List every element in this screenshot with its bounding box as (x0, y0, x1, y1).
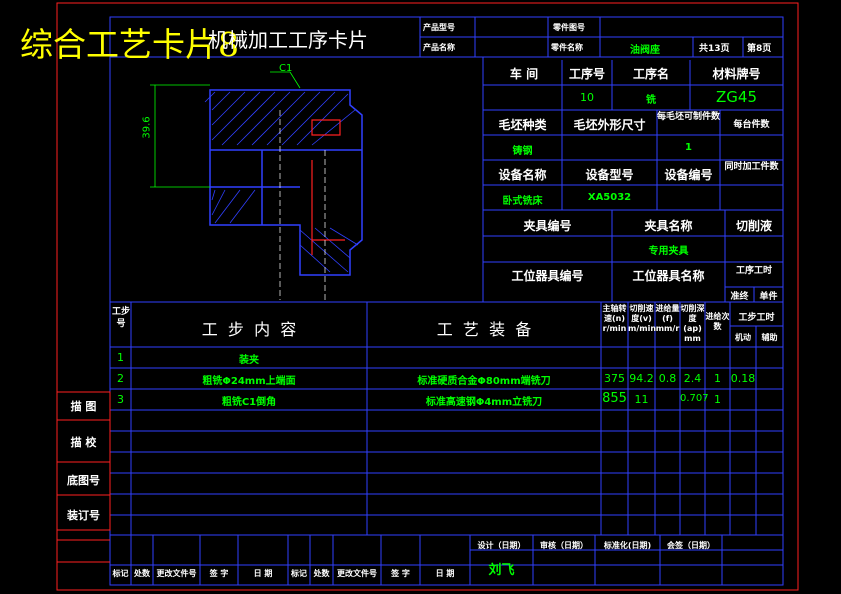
step-feed: 0.8 (658, 372, 677, 385)
part-drawing (209, 89, 363, 276)
fixture-name: 专用夹具 (648, 246, 689, 257)
part-name: 油阀座 (630, 45, 660, 56)
banner-title: 综合工艺卡片8 (20, 25, 239, 64)
design-label: 设计（日期） (477, 541, 526, 550)
footer-signature: 签 字 (209, 569, 229, 578)
step-no: 3 (117, 393, 124, 406)
step-time-header: 工步工时 (738, 313, 775, 323)
op-name-label: 工序名 (632, 67, 669, 81)
sign-label: 会签（日期） (667, 541, 715, 550)
side-base-no-label: 底图号 (67, 474, 100, 487)
blank-type-label: 毛坯种类 (498, 118, 547, 132)
product-model-label: 产品型号 (423, 23, 455, 32)
aux-time-header: 辅助 (761, 333, 778, 342)
fixture-no-label: 夹具编号 (523, 219, 572, 233)
side-check-label: 描 校 (70, 436, 97, 449)
blank-shape-label: 毛坯外形尺寸 (573, 118, 646, 132)
footer-mark: 标记 (112, 569, 129, 578)
footer-change-doc-2: 更改文件号 (337, 569, 377, 578)
workshop-label: 车 间 (509, 67, 539, 81)
step-equipment: 标准高速钢Φ4mm立铣刀 (425, 397, 543, 408)
step-no-header: 工步号 (111, 307, 130, 329)
machine-time-header: 机动 (735, 333, 751, 342)
material: ZG45 (716, 88, 757, 106)
speed-header: 主轴转速(n) r/min (602, 304, 627, 333)
footer-place-2: 处数 (313, 569, 330, 578)
designer-name: 刘飞 (488, 563, 515, 578)
per-unit-label: 每台件数 (733, 120, 770, 130)
footer-date-2: 日 期 (435, 569, 455, 578)
part-drawing-label: 零件图号 (553, 23, 585, 32)
product-name-label: 产品名称 (423, 43, 455, 52)
material-label: 材料牌号 (712, 67, 761, 81)
page-number: 第8页 (747, 44, 772, 54)
step-speed: 855 (602, 391, 627, 406)
side-binding-no-label: 装订号 (67, 509, 100, 522)
footer-place: 处数 (134, 569, 150, 578)
equip-model-label: 设备型号 (585, 168, 634, 182)
dimension-label: 39.6 (141, 116, 153, 139)
step-no: 1 (117, 351, 124, 364)
unit-label: 单件 (759, 292, 778, 302)
coolant-label: 切削液 (735, 219, 772, 233)
step-passes: 1 (714, 393, 721, 406)
op-name: 铣 (646, 95, 656, 106)
step-time: 0.18 (730, 372, 756, 385)
step-cut-speed: 94.2 (629, 372, 654, 385)
op-no: 10 (580, 91, 594, 104)
step-depth: 0.707 (680, 393, 709, 404)
chamfer-label: C1 (279, 63, 293, 74)
step-no: 2 (117, 372, 124, 385)
part-name-label: 零件名称 (551, 43, 583, 52)
footer-mark-2: 标记 (291, 569, 307, 578)
standard-label: 标准化(日期) (603, 541, 652, 550)
footer-signature-2: 签 字 (391, 569, 410, 578)
equip-model: XA5032 (587, 192, 632, 203)
fixture-name-label: 夹具名称 (644, 219, 693, 233)
equip-name: 卧式铣床 (502, 196, 543, 207)
content-header: 工 步 内 容 (201, 320, 297, 339)
footer-change-doc: 更改文件号 (156, 569, 197, 578)
step-equipment: 标准硬质合金Φ80mm端铣刀 (417, 376, 551, 387)
step-speed: 375 (604, 372, 625, 385)
depth-header: 切削深度(ap) mm (680, 304, 705, 343)
op-no-label: 工序号 (568, 67, 605, 81)
equip-no-label: 设备编号 (664, 168, 713, 182)
prep-label: 准终 (730, 292, 749, 302)
equip-name-label: 设备名称 (498, 168, 547, 182)
step-depth: 2.4 (683, 372, 702, 385)
total-pages: 共13页 (699, 44, 730, 54)
side-draw-label: 描 图 (70, 400, 97, 413)
step-content: 粗铣C1倒角 (221, 397, 277, 408)
step-cut-speed: 11 (634, 393, 649, 406)
cut-speed-header: 切削速度(v) m/min (628, 304, 657, 333)
card-title: 机械加工工序卡片 (208, 28, 368, 52)
step-content: 装夹 (239, 355, 259, 366)
step-passes: 1 (714, 372, 721, 385)
feed-header: 进给量(f) mm/r (655, 304, 680, 333)
per-blank-label: 每毛坯可制件数 (657, 112, 721, 122)
station-no-label: 工位器具编号 (511, 269, 584, 283)
review-label: 审核（日期） (540, 541, 588, 550)
per-blank: 1 (685, 142, 692, 153)
passes-header: 进给次数 (705, 312, 730, 331)
station-name-label: 工位器具名称 (632, 269, 705, 283)
equipment-header: 工 艺 装 备 (436, 320, 532, 339)
simul-label: 同时加工件数 (724, 162, 779, 172)
op-time-label: 工序工时 (735, 266, 772, 276)
footer-date: 日 期 (253, 569, 273, 578)
step-content: 粗铣Φ24mm上端面 (202, 376, 296, 387)
blank-type: 铸钢 (512, 146, 533, 157)
